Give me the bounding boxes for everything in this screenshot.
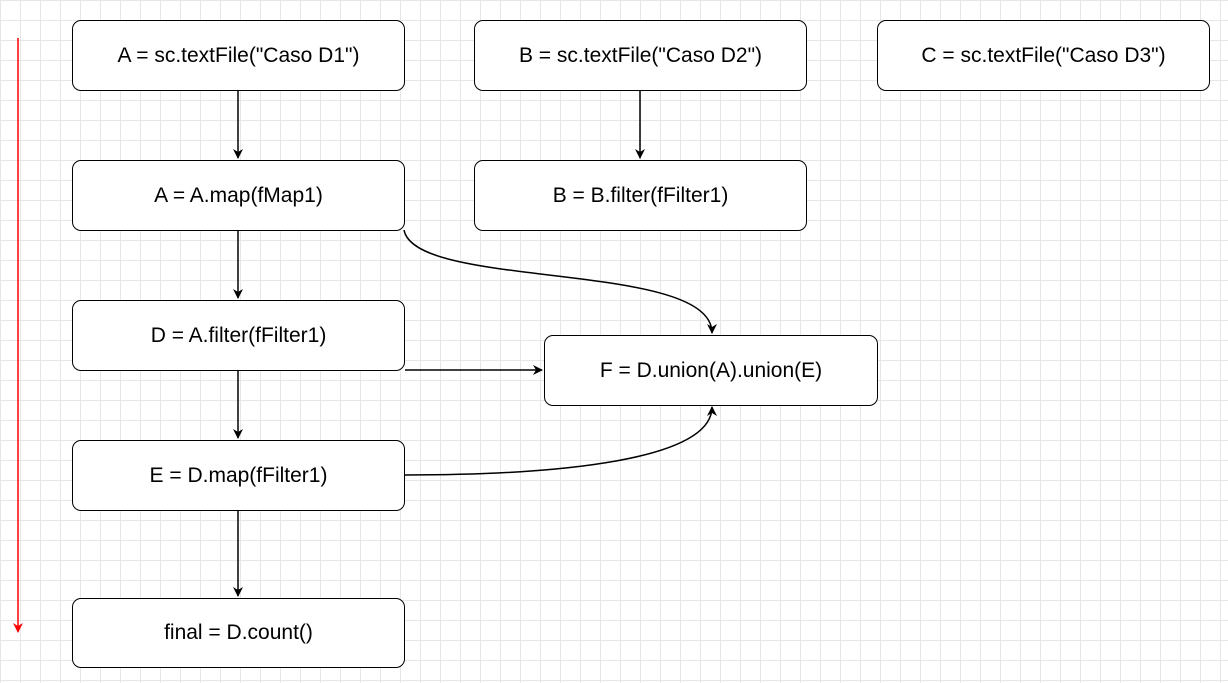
node-c-textfile[interactable]: C = sc.textFile("Caso D3") xyxy=(877,20,1210,91)
edge-a-map-to-f-union xyxy=(403,229,717,334)
node-d-filter[interactable]: D = A.filter(fFilter1) xyxy=(72,300,405,371)
node-final-count[interactable]: final = D.count() xyxy=(72,598,405,668)
node-a-textfile[interactable]: A = sc.textFile("Caso D1") xyxy=(72,20,405,91)
node-b-textfile[interactable]: B = sc.textFile("Caso D2") xyxy=(474,20,807,91)
node-b-filter[interactable]: B = B.filter(fFilter1) xyxy=(474,160,807,231)
node-a-map[interactable]: A = A.map(fMap1) xyxy=(72,160,405,231)
edge-e-map-to-f-union xyxy=(404,406,717,476)
node-e-map[interactable]: E = D.map(fFilter1) xyxy=(72,440,405,511)
node-f-union[interactable]: F = D.union(A).union(E) xyxy=(544,335,878,406)
